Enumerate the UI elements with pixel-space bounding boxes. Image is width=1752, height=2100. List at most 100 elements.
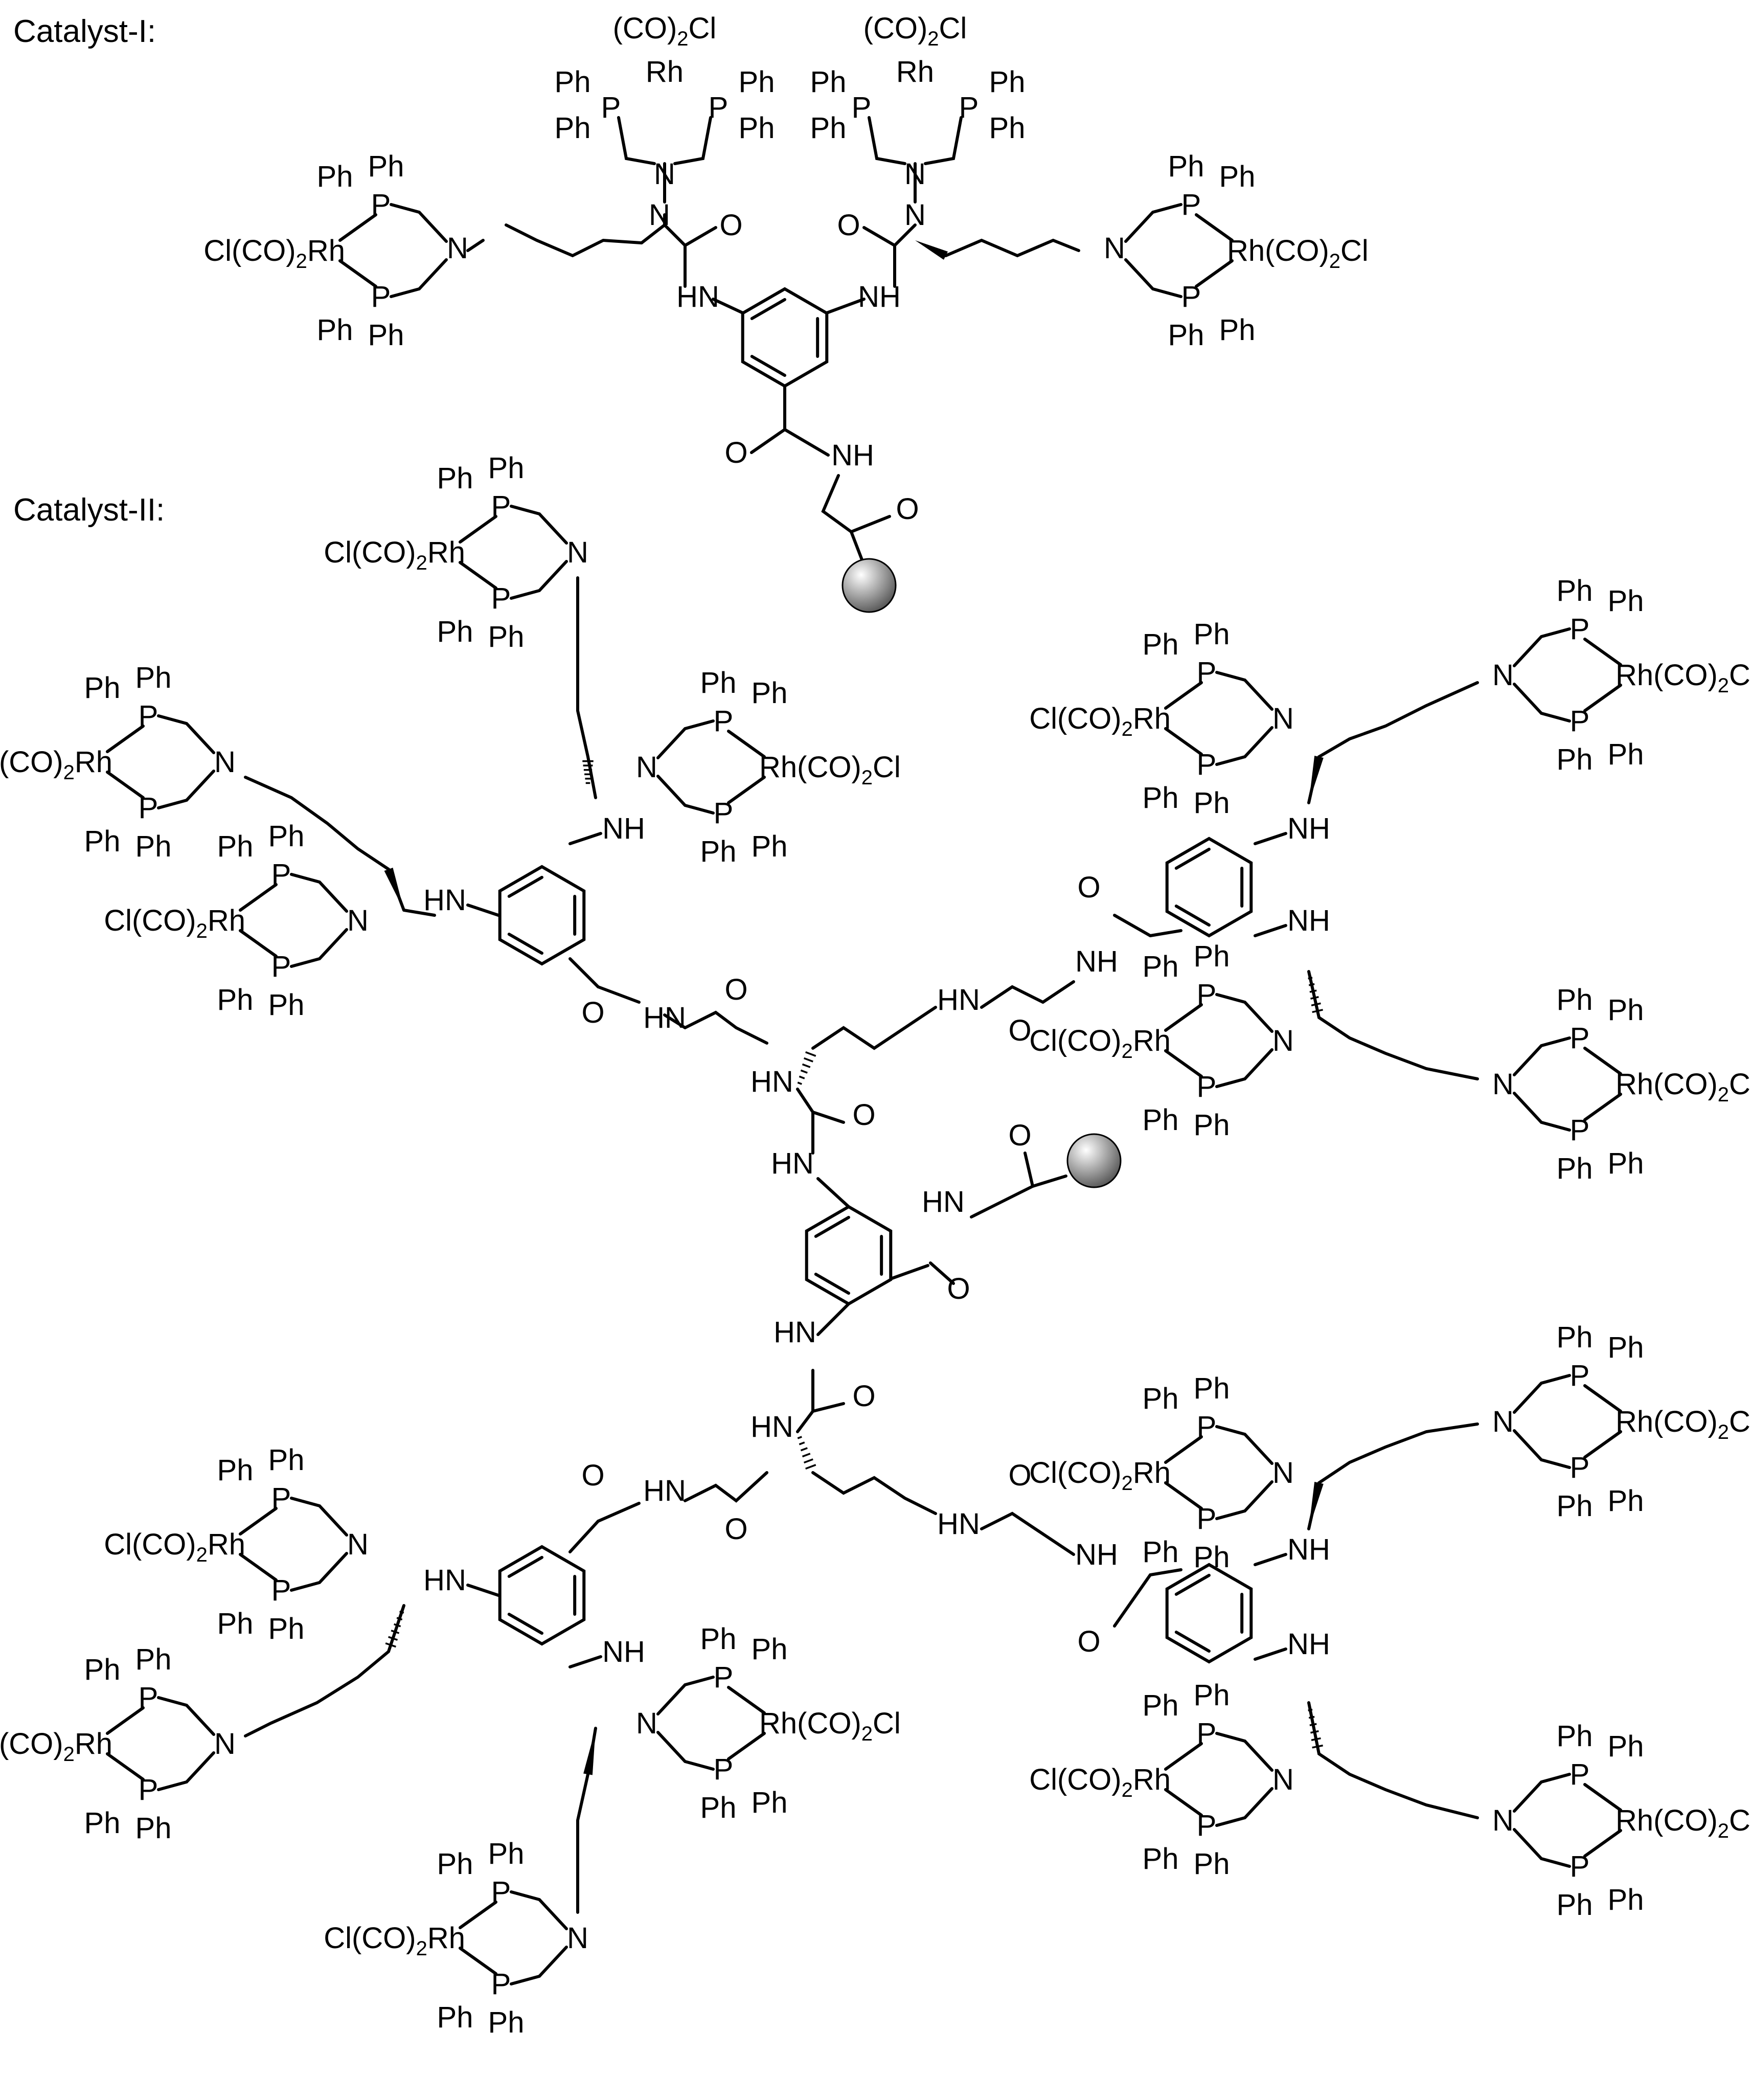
- p-rh-bond: [459, 561, 497, 590]
- rhodium-group-9: Rh(CO)2Cl: [1616, 1068, 1752, 1106]
- rhodium-atom: Rh: [646, 55, 684, 88]
- alkyl-chain: [576, 576, 597, 799]
- p-rh-bond: [239, 1553, 278, 1582]
- bond-line: [568, 957, 600, 988]
- p-rh-bond: [106, 1706, 145, 1735]
- methylene-bridge: [157, 770, 215, 809]
- stereo-wedge: [583, 1728, 596, 1775]
- phosphorus-atom: P: [714, 705, 734, 738]
- methylene-bridge: [157, 1751, 215, 1791]
- rhodium-group-5-subscript: 2: [861, 766, 873, 789]
- phenyl-label: Ph: [700, 1791, 737, 1824]
- p-rh-bond: [239, 1507, 278, 1536]
- amide-bond: [466, 904, 500, 917]
- stereo-hash: [396, 1617, 403, 1621]
- amide-nh: HN: [643, 1474, 686, 1507]
- ring-double-bond: [814, 1215, 850, 1238]
- phenyl-label: Ph: [1557, 574, 1593, 607]
- bond-line: [568, 1520, 600, 1553]
- phenyl-label: Ph: [84, 825, 121, 858]
- bond-line: [1149, 1568, 1182, 1576]
- nitrogen-atom: N: [636, 751, 657, 784]
- p-rh-bond: [459, 1947, 497, 1975]
- alkyl-chain: [821, 474, 891, 534]
- phenyl-label: Ph: [268, 1443, 305, 1477]
- phenyl-label: Ph: [135, 1643, 172, 1676]
- phenyl-label: Ph: [739, 111, 775, 145]
- p-rh-bond: [1583, 1047, 1622, 1075]
- phenyl-label: Ph: [268, 820, 305, 853]
- phosphorus-atom: P: [1197, 1070, 1217, 1103]
- rhodium-group-10: Cl(CO)2Rh: [104, 1528, 245, 1566]
- rhodium-group-4: Cl(CO)2Rh: [104, 904, 245, 942]
- amide-bond: [466, 1584, 500, 1597]
- methylene-bridge: [1513, 683, 1571, 722]
- phosphorus-atom: P: [1197, 1809, 1217, 1842]
- ring-double-bond: [507, 875, 543, 898]
- rhodium-group-10-prefix: Cl(CO): [104, 1528, 196, 1561]
- rhodium-group-5: Rh(CO)2Cl: [759, 751, 901, 789]
- rhodium-group-16-prefix: Cl(CO): [0, 746, 63, 779]
- stereo-hash: [797, 1081, 802, 1085]
- rhodium-group-0: Cl(CO)2Rh: [203, 234, 345, 273]
- rhodium-group-8: Cl(CO)2Rh: [1029, 1024, 1171, 1063]
- rhodium-group-3-suffix: Cl: [939, 12, 967, 45]
- stereo-hash: [394, 1623, 401, 1628]
- alkyl-chain: [811, 1471, 937, 1515]
- rhodium-group-14: Cl(CO)2Rh: [1029, 1763, 1171, 1801]
- amide-nh: NH: [602, 812, 645, 845]
- rhodium-group-15: Rh(CO)2Cl: [1616, 1804, 1752, 1842]
- phosphorus-atom: P: [491, 582, 511, 615]
- amide-nh: NH: [831, 439, 874, 472]
- stereo-hash: [385, 1642, 397, 1648]
- alkyl-chain: [796, 1088, 814, 1155]
- bond-line: [816, 1302, 850, 1336]
- nitrogen-atom: N: [1492, 659, 1514, 692]
- methylene-bridge: [1513, 1092, 1571, 1132]
- phenyl-label: Ph: [1219, 313, 1256, 347]
- stereo-wedge: [384, 867, 404, 910]
- stereo-wedge: [1309, 1482, 1324, 1529]
- phosphorus-atom: P: [1197, 1717, 1217, 1750]
- p-rh-bond: [1164, 1481, 1203, 1510]
- phenyl-label: Ph: [217, 830, 254, 863]
- alkyl-chain: [1041, 1532, 1075, 1556]
- rhodium-group-0-subscript: 2: [296, 250, 307, 273]
- phenyl-label: Ph: [437, 462, 473, 495]
- phosphorus-atom: P: [709, 91, 729, 124]
- methylene-bridge: [1124, 203, 1182, 243]
- phenyl-label: Ph: [810, 65, 847, 99]
- stereo-hash: [1309, 1723, 1317, 1726]
- p-rh-bond: [1164, 1003, 1203, 1032]
- rhodium-group-11-subscript: 2: [861, 1723, 873, 1745]
- bond-line: [1023, 1151, 1034, 1188]
- phenyl-label: Ph: [700, 1622, 737, 1656]
- rhodium-group-19-suffix: Rh: [427, 1922, 465, 1955]
- aromatic-rings: [498, 287, 1253, 1664]
- phenyl-label: Ph: [1608, 993, 1644, 1027]
- methylene-bridge: [656, 1731, 715, 1771]
- phosphorus-atom: P: [271, 1482, 291, 1515]
- rhodium-group-15-suffix: Cl: [1729, 1804, 1752, 1837]
- carbonyl-oxygen: O: [581, 1459, 604, 1492]
- phosphorus-atom: P: [1181, 280, 1201, 313]
- p-rh-bond: [1583, 1384, 1622, 1413]
- methylene-bridge: [290, 1497, 348, 1537]
- methylene-bridge: [510, 1890, 568, 1930]
- phenyl-label: Ph: [84, 1653, 121, 1686]
- phenyl-label: Ph: [1608, 738, 1644, 771]
- rhodium-group-7-prefix: Rh(CO): [1616, 659, 1718, 692]
- methylene-bridge: [157, 714, 215, 754]
- rhodium-group-14-subscript: 2: [1122, 1779, 1133, 1801]
- rhodium-group-6: Cl(CO)2Rh: [1029, 702, 1171, 740]
- p-rh-bond: [459, 1901, 497, 1929]
- phosphorus-atom: P: [959, 91, 979, 124]
- carbonyl-oxygen: O: [852, 1098, 875, 1132]
- phenyl-label: Ph: [752, 830, 788, 863]
- nitrogen-atom: N: [214, 746, 236, 779]
- phenyl-label: Ph: [1143, 1382, 1179, 1415]
- phosphorus-atom: P: [271, 858, 291, 891]
- rhodium-group-13: Rh(CO)2Cl: [1616, 1405, 1752, 1443]
- phenyl-label: Ph: [217, 1607, 254, 1640]
- phenyl-label: Ph: [1143, 1536, 1179, 1569]
